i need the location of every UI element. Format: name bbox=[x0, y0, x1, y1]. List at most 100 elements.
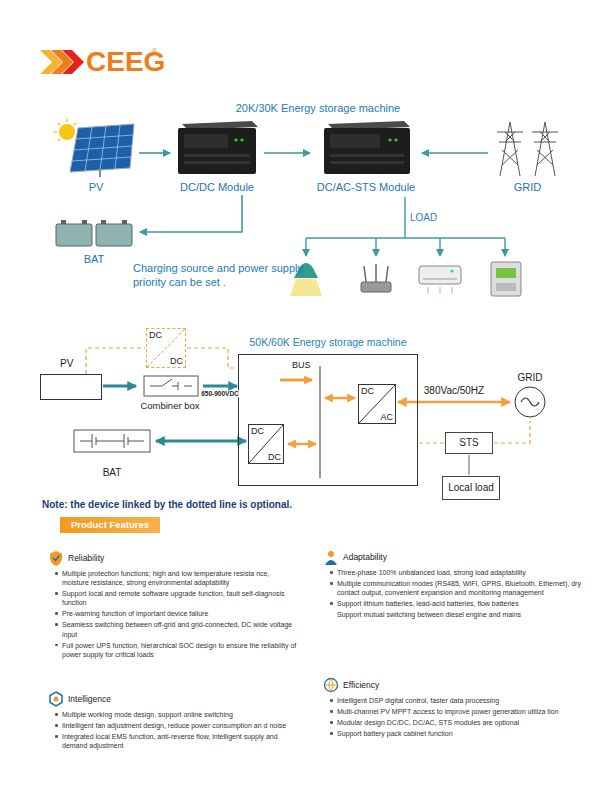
node-label: GRID bbox=[514, 181, 542, 194]
feature-item: Multi-channel PV MPPT access to improve … bbox=[323, 707, 581, 716]
bullet-dot bbox=[330, 699, 333, 702]
node-label: AC bbox=[380, 412, 393, 422]
feature-item: Multiple protection functions; high and … bbox=[48, 569, 298, 587]
node-label: GRID bbox=[518, 372, 543, 384]
node-label: DC bbox=[268, 452, 281, 462]
connector bbox=[156, 440, 246, 443]
bullet-dot bbox=[55, 592, 58, 595]
bus-label: BUS bbox=[292, 360, 311, 371]
load-icons bbox=[290, 262, 521, 296]
dcdc-cabinet-picture bbox=[178, 121, 258, 174]
node-label: BAT bbox=[103, 467, 122, 479]
feature-item: Multiple working mode design, support on… bbox=[48, 710, 298, 719]
pv-panel-picture bbox=[54, 119, 134, 177]
connector bbox=[264, 152, 310, 154]
diagram-title: 20K/30K Energy storage machine bbox=[236, 102, 401, 116]
node-label: DC bbox=[361, 386, 374, 396]
bullet-dot bbox=[330, 571, 333, 574]
feature-item: Support battery pack cabinet function bbox=[323, 729, 581, 738]
pv-array: PV bbox=[40, 358, 102, 400]
dcac-sts-cabinet-picture bbox=[324, 121, 410, 174]
feature-heading: Adaptability bbox=[323, 551, 581, 563]
grid-source: GRID bbox=[512, 372, 548, 420]
feature-heading: Intelligence bbox=[48, 693, 298, 705]
combiner-box: Combiner box bbox=[138, 374, 202, 412]
connector bbox=[86, 348, 145, 374]
storage-machine-frame: 50K/60K Energy storage machineDCACDCDC bbox=[238, 336, 418, 486]
bullet-dot bbox=[55, 644, 58, 647]
node-label: Combiner box bbox=[140, 401, 199, 412]
priority-note: Charging source and power supply priorit… bbox=[133, 262, 311, 290]
sts-box: STS bbox=[445, 432, 493, 454]
feature-group: AdaptabilityThree-phase 100% unbalanced … bbox=[323, 551, 581, 621]
connector bbox=[203, 385, 237, 388]
node-label: DC bbox=[170, 356, 183, 366]
grid-source-symbol bbox=[515, 387, 545, 417]
grid-towers-picture bbox=[497, 122, 558, 176]
node-label: PV bbox=[89, 181, 104, 194]
node-label: BAT bbox=[84, 253, 105, 266]
feature-item: Support mutual switching between diesel … bbox=[323, 610, 581, 619]
optional-dcdc: DCDC bbox=[146, 328, 186, 368]
feature-item: Ilntelligent fan adjustment design, redu… bbox=[48, 721, 298, 730]
feature-item: Pre-warning function of important device… bbox=[48, 609, 298, 618]
grid-tower: GRID bbox=[490, 118, 565, 194]
feature-item: Seamless switching between off-grid and … bbox=[48, 620, 298, 638]
feature-group: IntelligenceMultiple working mode design… bbox=[48, 693, 298, 752]
connector bbox=[422, 152, 488, 154]
node-label: DC/DC Module bbox=[180, 181, 254, 194]
connector bbox=[103, 385, 136, 388]
local-load-box: Local load bbox=[442, 476, 500, 500]
battery-symbol bbox=[74, 430, 150, 452]
bullet-dot bbox=[330, 732, 333, 735]
connector bbox=[140, 195, 242, 232]
bullet-dot bbox=[55, 735, 58, 738]
feature-group: ReliabilityMultiple protection functions… bbox=[48, 552, 298, 661]
logo-chevrons bbox=[40, 50, 84, 74]
node-label: Local load bbox=[448, 482, 494, 494]
feature-item: Modular design DC/DC, DC/AC, STS modules… bbox=[323, 718, 581, 727]
feature-item: Intelligent DSP digital control, faster … bbox=[323, 696, 581, 705]
feature-item: Support lithium batteries, lead-acid bat… bbox=[323, 599, 581, 608]
bullet-dot bbox=[330, 710, 333, 713]
connector bbox=[139, 152, 170, 154]
connector bbox=[469, 455, 470, 475]
bullet-dot bbox=[330, 721, 333, 724]
connector bbox=[419, 442, 444, 443]
bullet-dot bbox=[55, 623, 58, 626]
feature-item: Full power UPS function, hierarchical SO… bbox=[48, 641, 298, 659]
registered-mark: ® bbox=[152, 48, 157, 57]
optional-note: Note: the device linked by the dotted li… bbox=[42, 499, 292, 512]
feature-heading: Reliability bbox=[48, 552, 298, 564]
feature-item: Multiple communication modes (RS485, WIF… bbox=[323, 579, 581, 597]
battery: BAT bbox=[50, 216, 138, 266]
node-label: DC bbox=[251, 426, 264, 436]
bullet-dot bbox=[55, 724, 58, 727]
load-label: LOAD bbox=[410, 212, 437, 225]
feature-item: Support local and remote software upgrad… bbox=[48, 589, 298, 607]
connector bbox=[187, 348, 237, 368]
bullet-dot bbox=[330, 602, 333, 605]
dcdc-module: DC/DC Module bbox=[172, 120, 262, 194]
node-label: DC/AC-STS Module bbox=[317, 181, 415, 194]
node-label: PV bbox=[60, 358, 73, 370]
dcac-converter: DC AC bbox=[358, 384, 396, 424]
load-wiring bbox=[306, 197, 505, 256]
section-banner: Product Features bbox=[60, 517, 160, 533]
node-label: STS bbox=[459, 437, 478, 449]
bullet-dot bbox=[55, 612, 58, 615]
combiner-switch-symbol bbox=[144, 376, 198, 396]
dcdc-converter: DC DC bbox=[248, 424, 284, 464]
connector bbox=[398, 401, 510, 404]
battery-bank: BAT bbox=[70, 428, 154, 478]
pv-outline bbox=[40, 374, 102, 400]
connector bbox=[494, 421, 530, 443]
feature-item: Three-phase 100% unbalanced load, strong… bbox=[323, 568, 581, 577]
bullet-dot bbox=[55, 572, 58, 575]
edge-label: 380Vac/50HZ bbox=[423, 385, 485, 396]
bullet-dot bbox=[330, 582, 333, 585]
